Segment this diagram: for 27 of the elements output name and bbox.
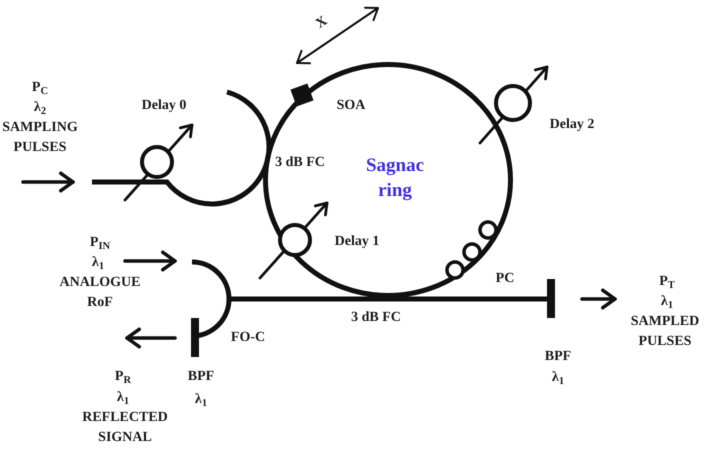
- wavelength-symbol: λ$_{1}$: [116, 389, 130, 408]
- component-label: FO-C: [230, 329, 266, 347]
- signal-label: SAMPLING PULSES: [1, 119, 79, 157]
- component-label: Delay 2: [550, 116, 594, 134]
- wavelength-symbol: λ$_{1}$: [660, 293, 674, 312]
- displacement-label: X: [312, 12, 332, 34]
- component-label: PC: [496, 270, 514, 288]
- component-label: Delay 1: [334, 233, 380, 251]
- ring-label: Sagnac ring: [364, 154, 426, 203]
- sagnac-ring-loop: [263, 62, 513, 298]
- wavelength-symbol: λ$_{1}$: [194, 391, 208, 410]
- wavelength-symbol: λ$_{1}$: [92, 254, 104, 273]
- power-symbol: P$_{IN}$: [90, 234, 110, 253]
- signal-label: ANALOGUE RoF: [58, 274, 142, 312]
- component-label: Delay 0: [142, 97, 186, 115]
- power-symbol: P$_{C}$: [32, 79, 48, 98]
- wavelength-symbol: λ$_{1}$: [552, 369, 564, 388]
- power-symbol: P$_{T}$: [659, 273, 675, 292]
- component-label: SOA: [336, 97, 366, 115]
- component-label: 3 dB FC: [275, 154, 325, 172]
- signal-label: SAMPLED PULSES: [630, 313, 700, 351]
- component-label: 3 dB FC: [351, 309, 401, 327]
- component-label: BPF: [544, 348, 572, 366]
- signal-label: REFLECTED SIGNAL: [81, 409, 169, 447]
- power-symbol: P$_{R}$: [114, 368, 132, 387]
- wavelength-symbol: λ$_{2}$: [34, 99, 46, 118]
- component-label: BPF: [188, 368, 214, 386]
